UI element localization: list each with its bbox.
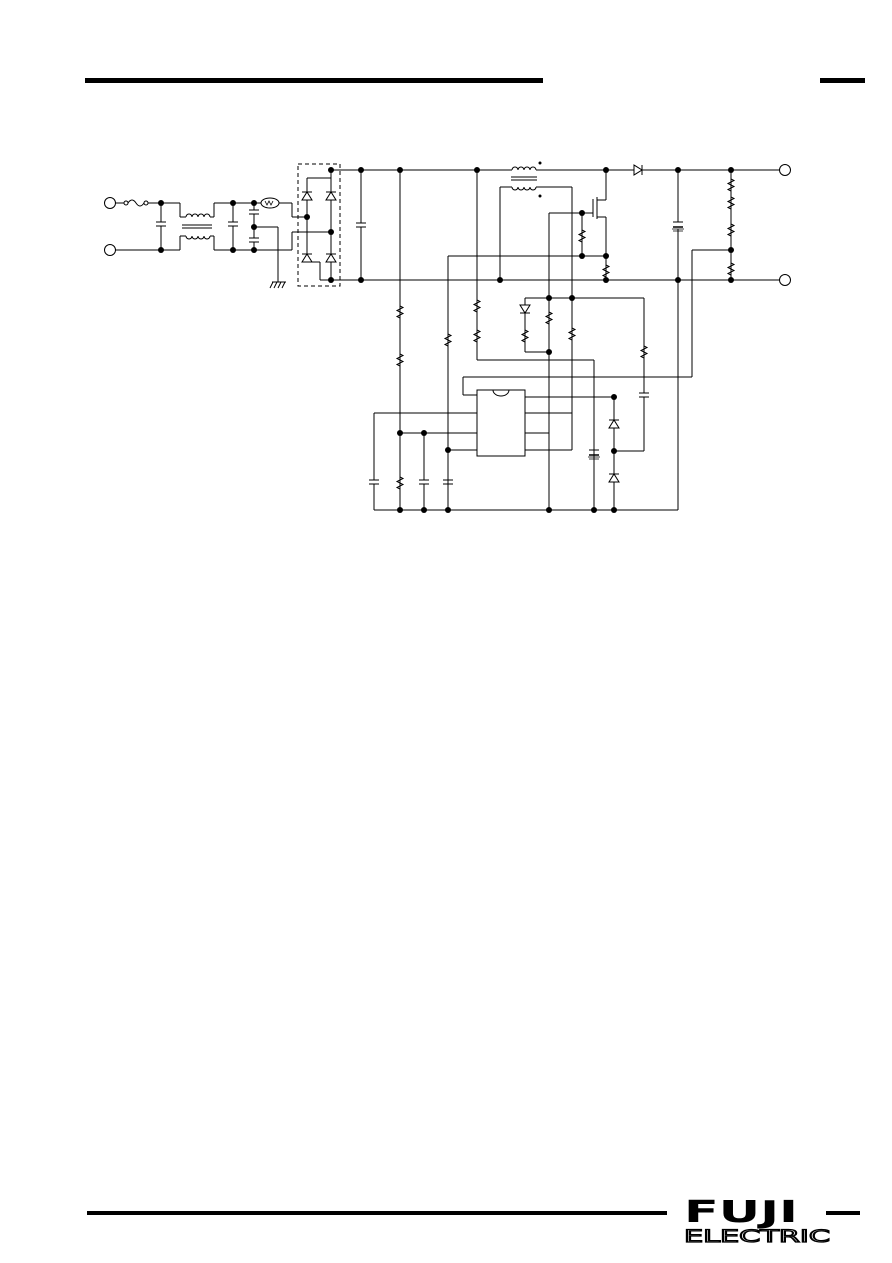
controller-ic — [476, 389, 526, 457]
svg-text:ELECTRIC: ELECTRIC — [684, 1227, 830, 1246]
svg-text:FUJI: FUJI — [684, 1196, 798, 1230]
choke-coil-bottom — [185, 235, 211, 240]
bridge-rectifier-box — [297, 163, 341, 287]
bridge-diode-1 — [301, 191, 313, 201]
output-terminal-positive — [779, 164, 791, 176]
input-terminal-top — [104, 197, 116, 209]
boost-inductor — [511, 166, 537, 171]
output-terminal-negative — [779, 274, 791, 286]
boost-diode — [633, 164, 643, 176]
junction-dots — [158, 161, 734, 513]
bridge-diode-3 — [301, 253, 313, 263]
header-rule-short — [820, 78, 865, 83]
footer-rule-short — [826, 1211, 860, 1215]
fuse-symbol — [127, 199, 145, 207]
header-rule-long — [85, 78, 543, 83]
gate-diode — [519, 304, 531, 314]
fuji-electric-logo: FUJI ELECTRIC — [684, 1196, 831, 1246]
input-terminal-bottom — [104, 244, 116, 256]
bridge-diode-2 — [325, 191, 337, 201]
clamp-diode-top — [608, 419, 620, 429]
ground-symbol — [269, 281, 286, 289]
bridge-diode-4 — [325, 253, 337, 263]
circuit-schematic — [104, 161, 791, 513]
clamp-diode-bottom — [608, 473, 620, 483]
choke-coil-top — [185, 213, 211, 218]
footer-rule-long — [87, 1211, 667, 1215]
